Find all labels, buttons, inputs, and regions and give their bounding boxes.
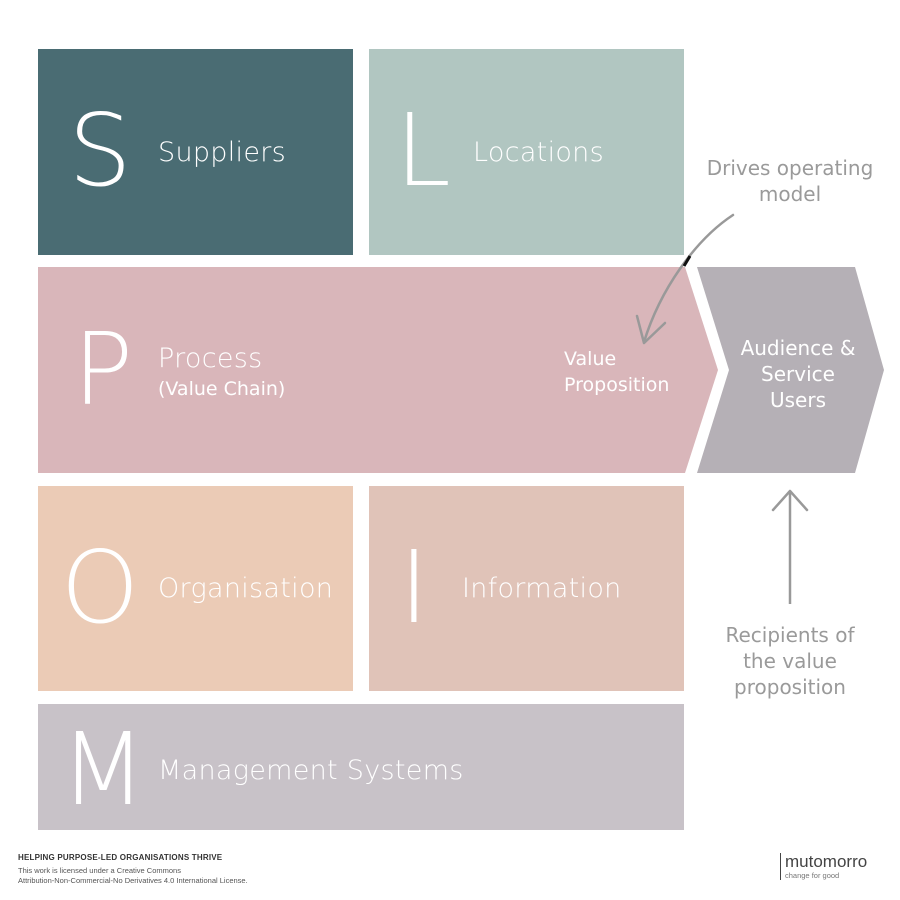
process-arrow-shape <box>38 267 718 473</box>
recipients-arrow-head <box>771 489 809 512</box>
audience-line-2: Service <box>761 362 835 386</box>
drives-arrow-head <box>635 314 667 345</box>
drives-arrow-curve <box>642 213 735 344</box>
management-letter: M <box>60 711 147 828</box>
brand-logo: mutomorro change for good <box>780 853 867 880</box>
audience-line-3: Users <box>769 388 826 412</box>
drives-line-2: model <box>758 182 822 206</box>
audience-label: Audience & Service Users <box>728 335 868 413</box>
organisation-block: O Organisation <box>38 486 353 691</box>
suppliers-label: Suppliers <box>158 137 287 168</box>
license-line-1: This work is licensed under a Creative C… <box>18 866 181 875</box>
value-proposition-line-2: Proposition <box>564 374 670 396</box>
information-block: I Information <box>369 486 684 691</box>
locations-label: Locations <box>473 137 604 168</box>
recipients-line-2: the value <box>743 649 837 673</box>
organisation-letter: O <box>60 529 140 646</box>
management-block: M Management Systems <box>38 704 684 830</box>
value-proposition-line-1: Value <box>564 348 617 370</box>
recipients-line-1: Recipients of <box>725 623 855 647</box>
information-letter: I <box>399 529 429 646</box>
value-proposition-label: Value Proposition <box>564 346 669 398</box>
organisation-label: Organisation <box>158 573 334 604</box>
license-line-2: Attribution-Non-Commercial-No Derivative… <box>18 876 248 885</box>
management-label: Management Systems <box>158 755 464 786</box>
footer-title: HELPING PURPOSE-LED ORGANISATIONS THRIVE <box>18 853 223 862</box>
drives-operating-model-note: Drives operating model <box>700 155 880 207</box>
brand-name: mutomorro <box>785 852 868 871</box>
brand-tagline: change for good <box>785 871 840 880</box>
locations-letter: L <box>395 92 451 209</box>
information-label: Information <box>462 573 622 604</box>
suppliers-block: S Suppliers <box>38 49 353 255</box>
drives-line-1: Drives operating <box>706 156 874 180</box>
process-letter: P <box>72 311 134 428</box>
process-label: Process <box>158 343 263 374</box>
drives-arrow-crossing-mark <box>682 255 692 267</box>
suppliers-letter: S <box>68 92 132 209</box>
recipients-line-3: proposition <box>734 675 846 699</box>
audience-line-1: Audience & <box>740 336 856 360</box>
recipients-note: Recipients of the value proposition <box>710 622 870 700</box>
process-sublabel: (Value Chain) <box>158 378 286 400</box>
locations-block: L Locations <box>369 49 684 255</box>
audience-chevron-shape <box>697 267 884 473</box>
